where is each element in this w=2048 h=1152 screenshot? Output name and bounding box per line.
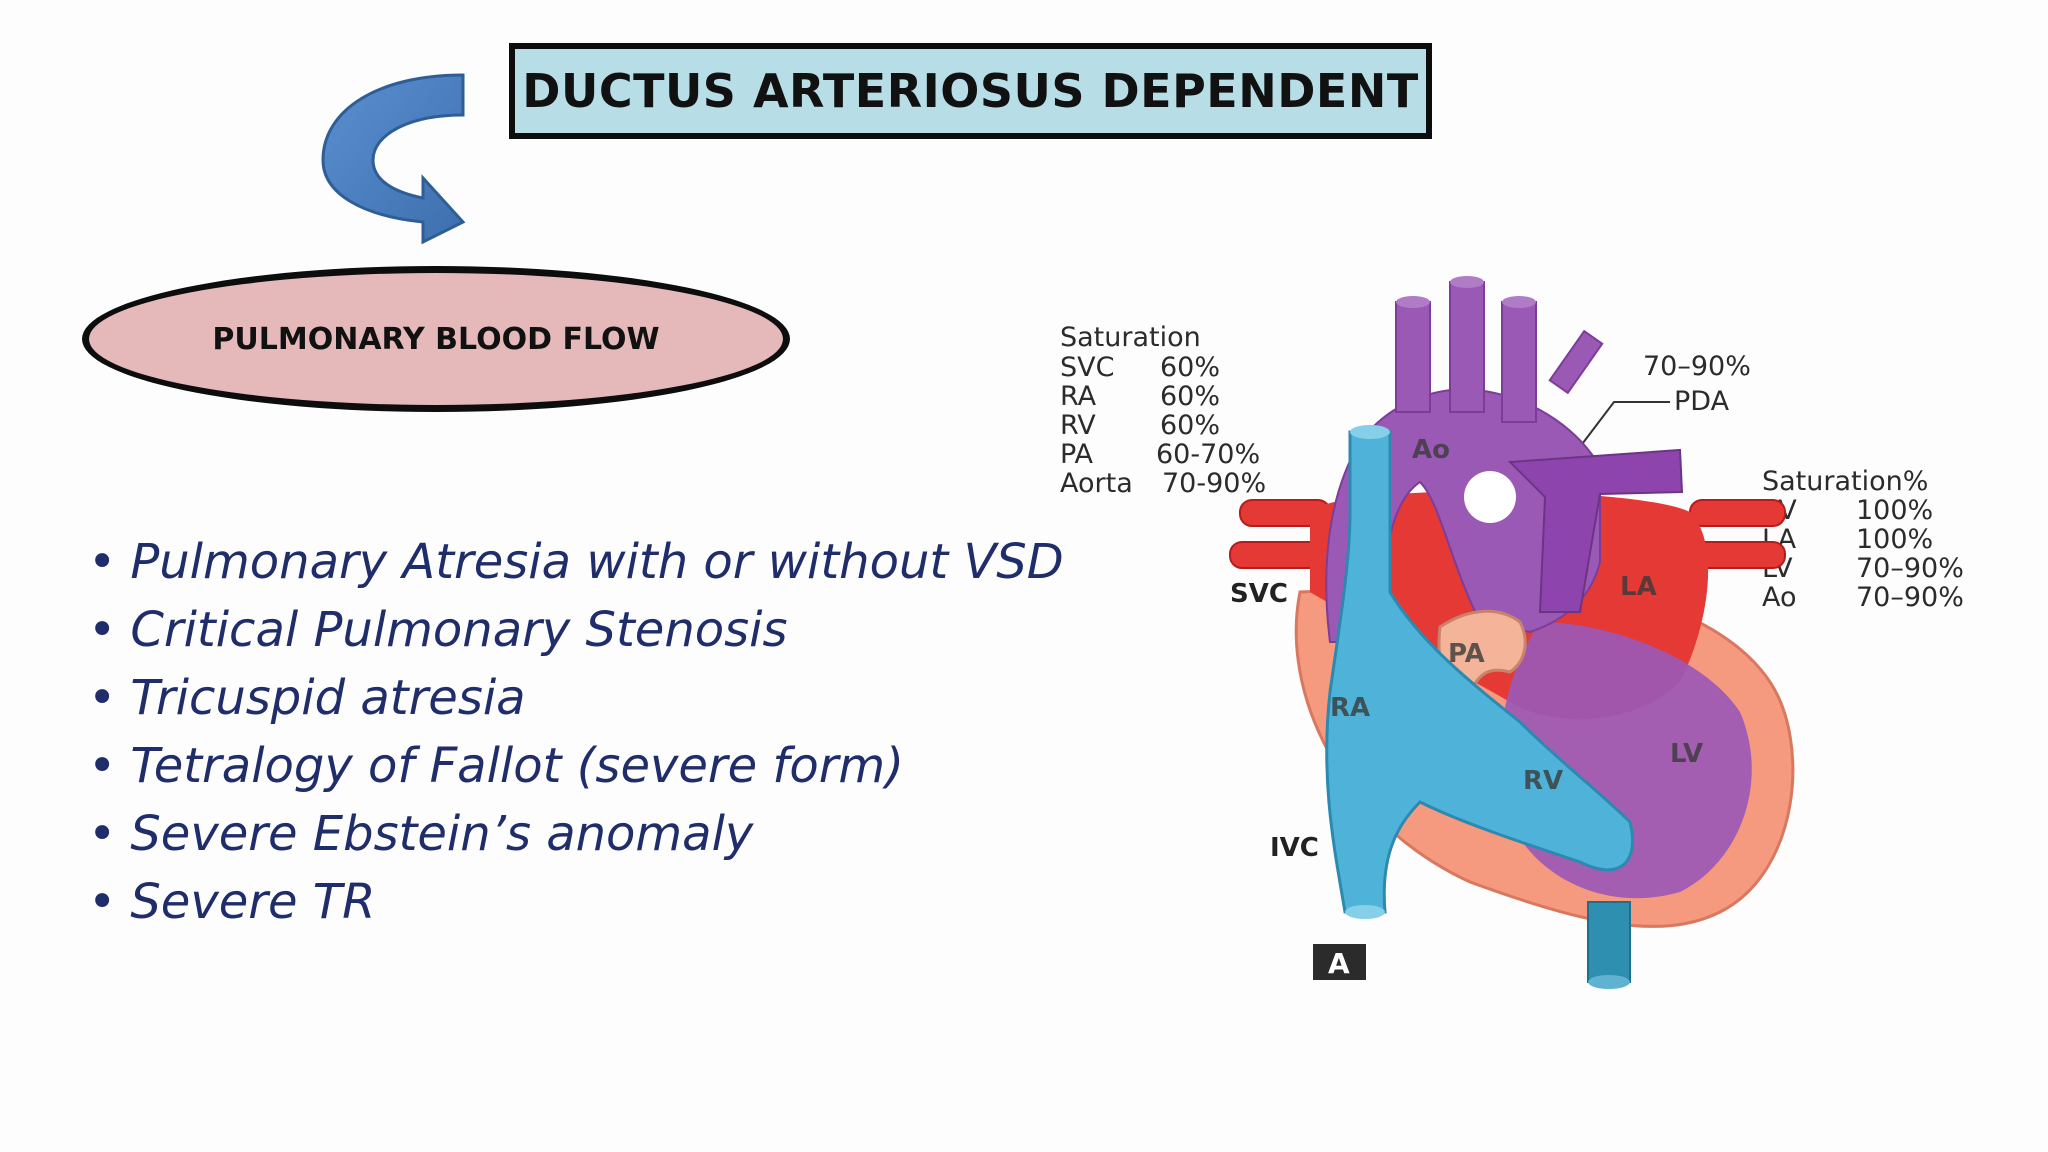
aortic-branch-end	[1396, 296, 1430, 308]
list-item: •Critical Pulmonary Stenosis	[88, 596, 1064, 664]
left-sat-value: 60%	[1160, 352, 1220, 383]
aortic-branch-end	[1450, 276, 1484, 288]
list-item-text: Pulmonary Atresia with or without VSD	[130, 534, 1064, 590]
list-item: •Tricuspid atresia	[88, 664, 1064, 732]
right-sat-site: Ao	[1762, 582, 1797, 613]
aortic-arch-gap	[1464, 471, 1516, 523]
bullet-dot: •	[88, 602, 117, 658]
slide-title: DUCTUS ARTERIOSUS DEPENDENT	[522, 64, 1419, 118]
label-lv: LV	[1670, 739, 1703, 769]
left-sat-site: RA	[1060, 381, 1097, 412]
left-sat-value: 60-70%	[1156, 439, 1260, 470]
bullet-dot: •	[88, 806, 117, 862]
condition-list: •Pulmonary Atresia with or without VSD •…	[88, 528, 1064, 936]
list-item: •Tetralogy of Fallot (severe form)	[88, 732, 1064, 800]
pda-shape	[1507, 448, 1684, 613]
descending-aorta-shape	[1587, 901, 1631, 983]
label-pa: PA	[1448, 639, 1485, 669]
pulmonary-vein-right-upper	[1689, 499, 1786, 527]
list-item: •Pulmonary Atresia with or without VSD	[88, 528, 1064, 596]
curved-arrow-icon	[321, 73, 466, 245]
right-sat-value: 100%	[1856, 524, 1933, 555]
label-rv: RV	[1523, 766, 1563, 796]
pda-value: 70–90%	[1643, 351, 1751, 382]
left-sat-header: Saturation	[1060, 322, 1201, 353]
label-ra: RA	[1330, 693, 1370, 723]
title-box: DUCTUS ARTERIOSUS DEPENDENT	[509, 43, 1432, 139]
label-svc: SVC	[1230, 579, 1288, 609]
panel-letter: A	[1328, 947, 1350, 980]
right-saturation-table: Saturation% PV 100% LA 100% LV 70–90% Ao…	[1762, 466, 1964, 613]
left-sat-site: SVC	[1060, 352, 1114, 383]
aortic-branch-shape	[1501, 301, 1537, 423]
left-sat-site: PA	[1060, 439, 1094, 470]
label-la: LA	[1620, 572, 1657, 602]
bullet-dot: •	[88, 738, 117, 794]
list-item-text: Severe TR	[130, 874, 376, 930]
ellipse-label: PULMONARY BLOOD FLOW	[212, 321, 660, 357]
left-sat-value: 60%	[1160, 410, 1220, 441]
bullet-dot: •	[88, 874, 117, 930]
right-sat-value: 70–90%	[1856, 553, 1964, 584]
left-sat-site: Aorta	[1060, 468, 1133, 499]
left-sat-value: 70-90%	[1162, 468, 1266, 499]
bullet-dot: •	[88, 670, 117, 726]
pda-label: PDA	[1674, 386, 1730, 417]
aortic-branch-end	[1502, 296, 1536, 308]
pda-pointer-line	[1569, 401, 1670, 461]
list-item-text: Tricuspid atresia	[130, 670, 526, 726]
heart-diagram: Saturation SVC 60% RA 60% RV 60% PA 60-7…	[1060, 276, 1964, 989]
left-sat-site: RV	[1060, 410, 1096, 441]
bullet-dot: •	[88, 534, 117, 590]
ivc-end	[1345, 905, 1385, 919]
descending-aorta-end	[1588, 975, 1630, 989]
right-sat-value: 70–90%	[1856, 582, 1964, 613]
left-sat-value: 60%	[1160, 381, 1220, 412]
left-saturation-table: Saturation SVC 60% RA 60% RV 60% PA 60-7…	[1060, 322, 1266, 499]
right-sat-header: Saturation%	[1762, 466, 1928, 497]
list-item: •Severe TR	[88, 868, 1064, 936]
label-ivc: IVC	[1270, 833, 1319, 863]
pulmonary-blood-flow-ellipse: PULMONARY BLOOD FLOW	[82, 266, 790, 412]
aortic-branch-shape	[1548, 329, 1604, 395]
right-sat-value: 100%	[1856, 495, 1933, 526]
svc-end	[1350, 425, 1390, 439]
panel-letter-box	[1313, 944, 1366, 980]
aortic-branch-shape	[1449, 281, 1485, 413]
label-ao: Ao	[1412, 435, 1450, 465]
list-item-text: Severe Ebstein’s anomaly	[130, 806, 754, 862]
list-item: •Severe Ebstein’s anomaly	[88, 800, 1064, 868]
list-item-text: Critical Pulmonary Stenosis	[130, 602, 788, 658]
list-item-text: Tetralogy of Fallot (severe form)	[130, 738, 904, 794]
aortic-branch-shape	[1395, 301, 1431, 413]
